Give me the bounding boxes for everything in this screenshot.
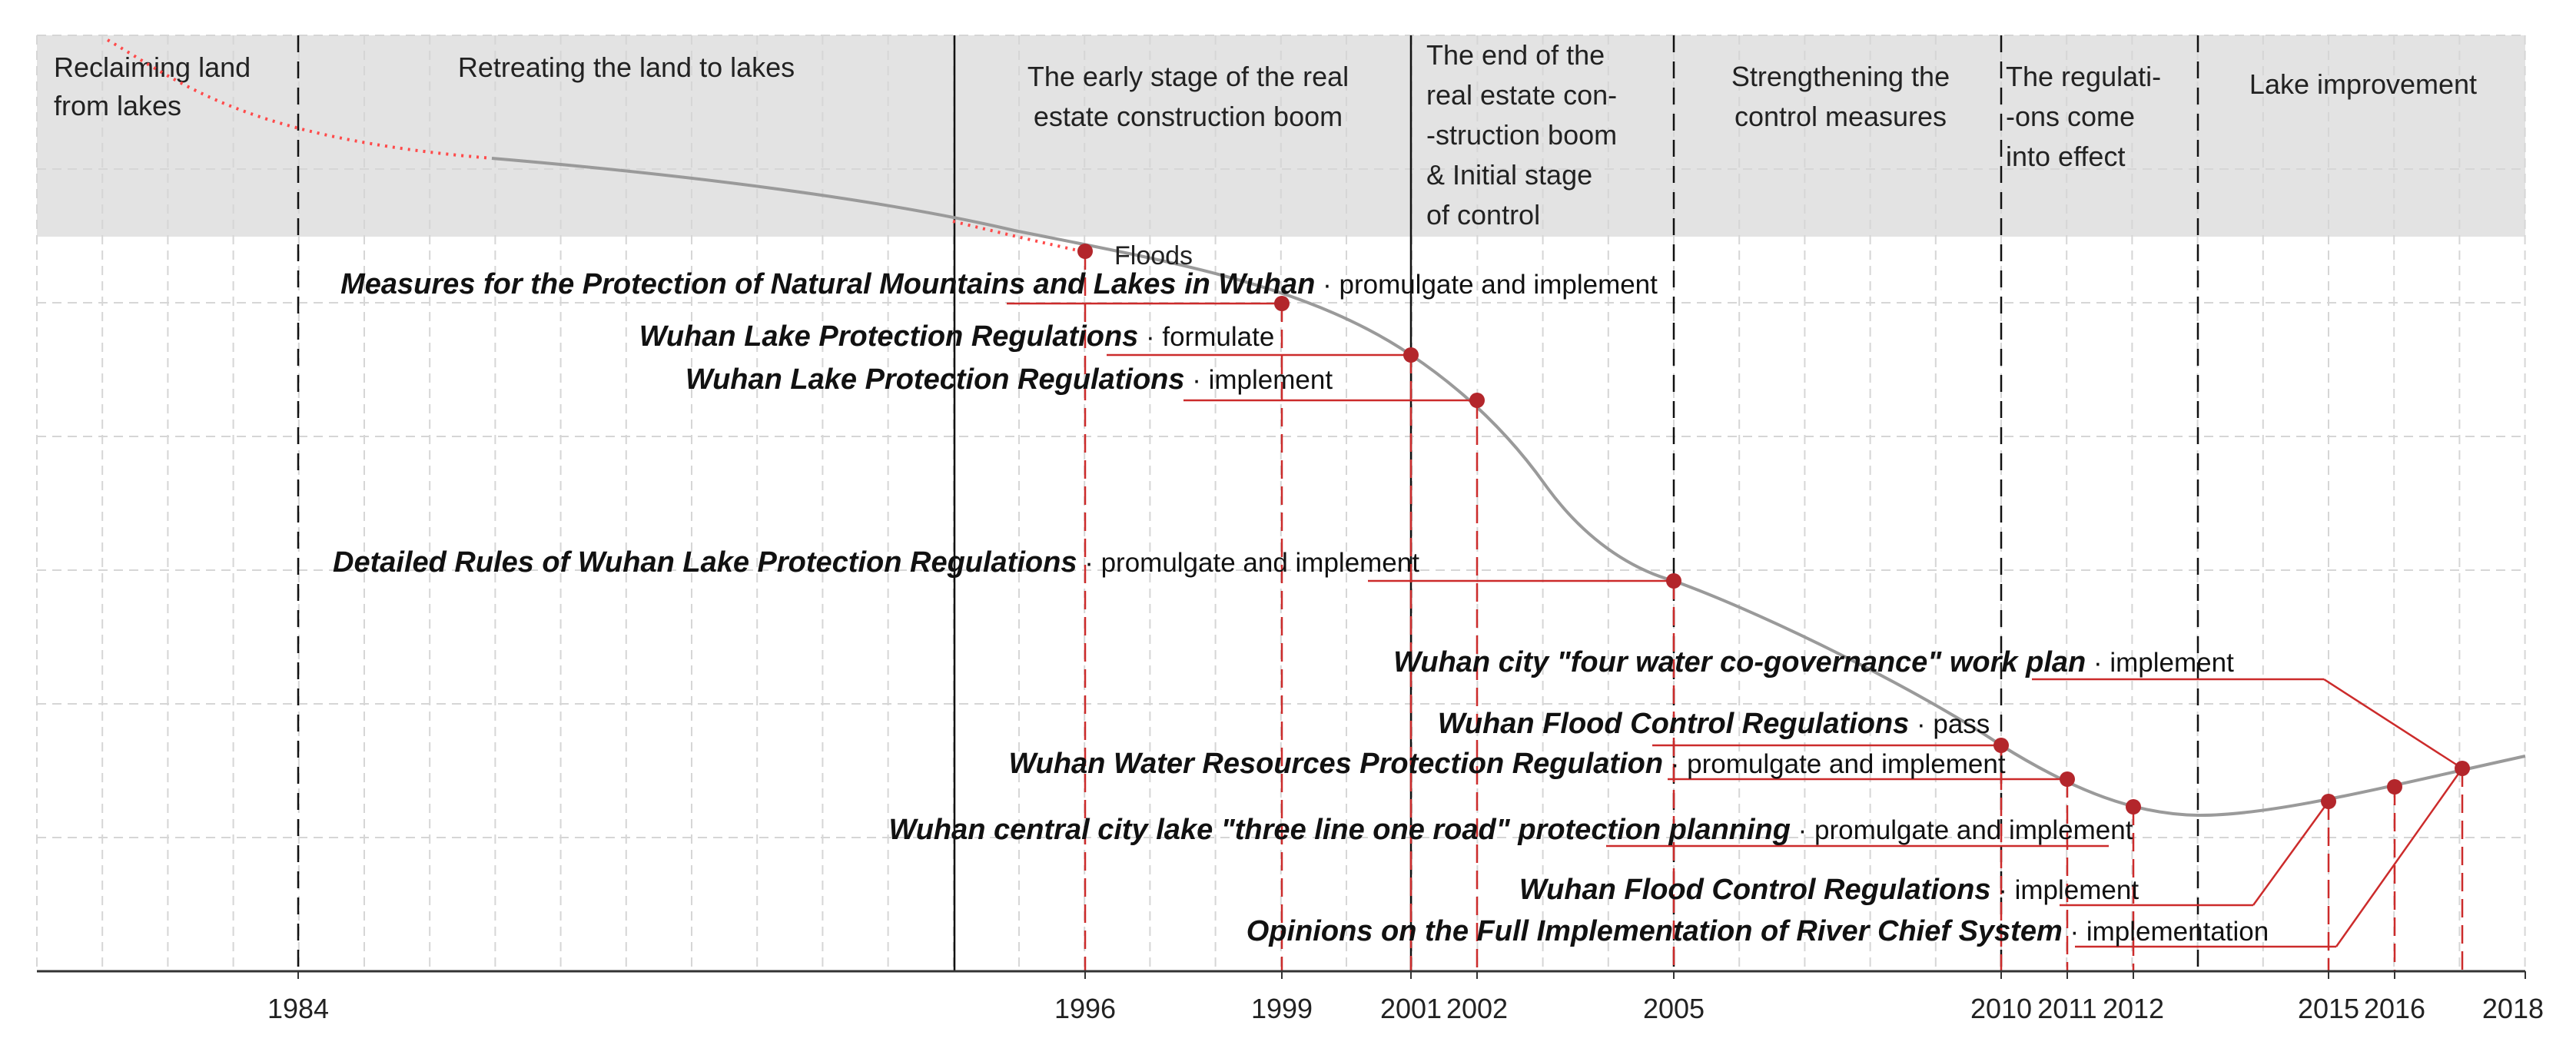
year-label: 2012 (2103, 993, 2164, 1024)
event-red-lines (1007, 251, 2464, 971)
event-action: · pass (1909, 709, 1990, 739)
stage-label: Reclaiming land from lakes (54, 51, 251, 121)
event-title: Opinions on the Full Implementation of R… (1247, 915, 2063, 947)
event-point (1469, 393, 1485, 408)
event-label: Measures for the Protection of Natural M… (340, 268, 1658, 300)
event-action: · implementation (2063, 917, 2269, 947)
event-label: Wuhan city "four water co-governance" wo… (1393, 646, 2234, 678)
stage-label-line: The early stage of the real (1027, 61, 1349, 92)
year-label: 2018 (2482, 993, 2544, 1024)
stage-label-line: control measures (1734, 101, 1947, 132)
year-label: 1996 (1054, 993, 1116, 1024)
stage-label-line: real estate con- (1426, 79, 1617, 111)
event-title: Wuhan Flood Control Regulations (1519, 874, 1991, 906)
stage-label-line: Retreating the land to lakes (458, 51, 795, 83)
event-label: Wuhan Lake Protection Regulations · form… (639, 320, 1275, 353)
event-action: · promulgate and implement (1315, 270, 1658, 300)
event-action: · implement (2086, 648, 2234, 678)
year-label: 2005 (1643, 993, 1705, 1024)
year-label: 2016 (2364, 993, 2425, 1024)
event-point (1403, 347, 1419, 363)
event-point (1993, 738, 2009, 753)
event-action: · promulgate and implement (1077, 548, 1419, 578)
event-action: · implement (1991, 875, 2139, 905)
stage-label-line: estate construction boom (1034, 101, 1343, 132)
year-label: 2010 (1970, 993, 2032, 1024)
trend-curve-line (491, 157, 2526, 818)
stage-label-line: Strengthening the (1731, 61, 1950, 92)
event-label: Wuhan Lake Protection Regulations · impl… (685, 363, 1333, 396)
event-point (2387, 779, 2402, 795)
stage-label-line: into effect (2006, 141, 2125, 172)
stage-labels: Reclaiming land from lakes Retreating the … (54, 39, 2477, 231)
year-label: 2011 (2037, 993, 2096, 1024)
event-leader-line (2252, 801, 2330, 906)
event-label: Wuhan Water Resources Protection Regulat… (1008, 748, 2005, 780)
event-label: Wuhan Flood Control Regulations · implem… (1519, 874, 2139, 906)
stage-label-line: & Initial stage (1426, 159, 1592, 191)
event-label: Opinions on the Full Implementation of R… (1247, 915, 2269, 947)
stage-label-line: The regulati- (2006, 61, 2161, 92)
event-point (1077, 244, 1093, 259)
event-leader-line (2323, 678, 2463, 770)
dotted-curve-floods (952, 220, 1086, 254)
event-point (2126, 799, 2141, 814)
year-label: 2015 (2298, 993, 2359, 1024)
event-action: · formulate (1138, 322, 1274, 352)
event-action: · implement (1185, 365, 1333, 395)
stage-label: Retreating the land to lakes (458, 51, 795, 83)
event-label: Wuhan Flood Control Regulations · pass (1438, 708, 1990, 740)
stage-label-line: The end of the (1426, 39, 1605, 71)
event-title: Detailed Rules of Wuhan Lake Protection … (333, 546, 1077, 579)
trend-curve (106, 38, 2526, 818)
event-title: Wuhan Water Resources Protection Regulat… (1008, 748, 1663, 780)
event-title: Wuhan city "four water co-governance" wo… (1393, 646, 2086, 678)
event-title: Wuhan Flood Control Regulations (1438, 708, 1910, 740)
event-points (1077, 244, 2470, 814)
year-label: 1984 (267, 993, 329, 1024)
year-label: 2001 (1380, 993, 1442, 1024)
event-title: Wuhan central city lake "three line one … (889, 814, 1791, 846)
stage-label: Lake improvement (2249, 68, 2477, 100)
event-point (1274, 296, 1290, 311)
event-point (1666, 573, 1681, 589)
year-label: 1999 (1251, 993, 1313, 1024)
event-label: Detailed Rules of Wuhan Lake Protection … (333, 546, 1419, 579)
event-point (2060, 771, 2075, 787)
floods-label: Floods (1114, 241, 1193, 270)
event-title: Wuhan Lake Protection Regulations (639, 320, 1139, 353)
stage-label-line: from lakes (54, 90, 181, 121)
stage-label-line: -ons come (2006, 101, 2135, 132)
event-point (2455, 761, 2470, 776)
stage-label: The regulati- -ons come into effect (2006, 61, 2161, 172)
stage-label-line: Lake improvement (2249, 68, 2477, 100)
stage-label: Strengthening the control measures (1731, 61, 1950, 132)
event-title: Wuhan Lake Protection Regulations (685, 363, 1185, 396)
stage-label-line: -struction boom (1426, 119, 1617, 151)
event-title: Measures for the Protection of Natural M… (340, 268, 1315, 300)
event-action: · promulgate and implement (1663, 749, 2006, 779)
stage-label-line: Reclaiming land (54, 51, 251, 83)
stage-label-line: of control (1426, 199, 1540, 231)
event-label: Wuhan central city lake "three line one … (889, 814, 2133, 846)
event-point (2321, 794, 2336, 809)
year-label: 2002 (1446, 993, 1508, 1024)
stage-label: The early stage of the real estate constr… (1027, 61, 1349, 132)
event-action: · promulgate and implement (1791, 815, 2133, 845)
stage-label: The end of the real estate con- -struction… (1426, 39, 1617, 231)
event-leader-line (2335, 768, 2464, 947)
